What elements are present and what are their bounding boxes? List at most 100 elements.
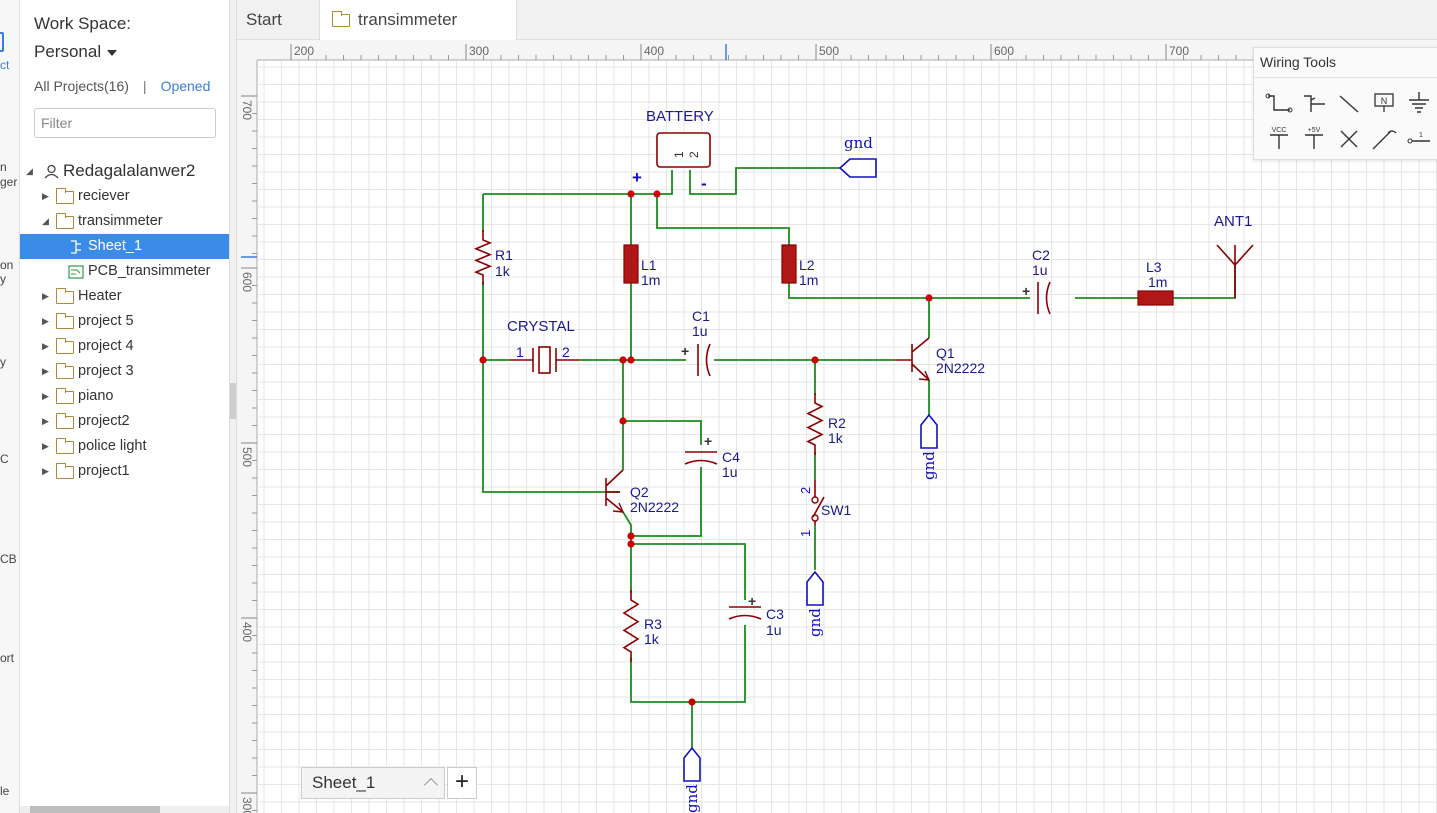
tree-item-project1[interactable]: ▶ project1 — [20, 459, 230, 484]
leftnav-item-6[interactable]: C — [0, 452, 9, 466]
resistor-r3[interactable] — [622, 590, 640, 662]
tab-start[interactable]: Start — [246, 10, 282, 29]
wire-icon[interactable] — [1264, 88, 1294, 118]
tree-item-label: Heater — [78, 288, 122, 304]
wire[interactable] — [788, 283, 1030, 299]
wire[interactable] — [631, 467, 702, 537]
tree-item-reciever[interactable]: ▶reciever — [20, 184, 230, 209]
l1-value: 1m — [641, 272, 660, 288]
collapsed-caret-icon[interactable]: ▶ — [42, 341, 49, 351]
wire[interactable] — [689, 167, 840, 195]
gnd-port[interactable] — [838, 158, 877, 178]
gnd-port[interactable] — [806, 570, 824, 606]
all-projects-tab[interactable]: All Projects(16) — [34, 78, 129, 94]
tree-item-label: project1 — [78, 463, 130, 479]
collapsed-caret-icon[interactable]: ▶ — [42, 466, 49, 476]
expanded-caret-icon[interactable]: ◢ — [26, 166, 33, 176]
capacitor-c2[interactable] — [1037, 281, 1051, 315]
chevron-up-icon[interactable] — [423, 777, 439, 793]
vcc-icon[interactable]: VCC — [1264, 123, 1294, 153]
wire[interactable] — [1173, 265, 1236, 299]
collapsed-caret-icon[interactable]: ▶ — [42, 416, 49, 426]
workspace-dropdown[interactable]: Personal — [34, 42, 118, 62]
tree-item-sheet-1[interactable]: Sheet_1 — [20, 234, 230, 259]
tree-item-police-light[interactable]: ▶police light — [20, 434, 230, 459]
capacitor-c3[interactable] — [728, 606, 762, 620]
wire[interactable] — [630, 625, 746, 703]
tree-user-root[interactable]: ◢Redagalalanwer2 — [20, 158, 230, 184]
opened-tab[interactable]: Opened — [160, 78, 211, 94]
filter-input[interactable] — [34, 108, 216, 138]
wire[interactable] — [482, 282, 620, 493]
wire[interactable] — [631, 543, 746, 600]
splitter-grip[interactable] — [230, 383, 236, 419]
leftnav-item-1[interactable]: n — [0, 160, 7, 174]
panel-splitter[interactable] — [229, 0, 237, 813]
sheet-tab[interactable]: Sheet_1 — [301, 767, 445, 799]
wire[interactable] — [657, 170, 673, 195]
tree-item-project-3[interactable]: ▶project 3 — [20, 359, 230, 384]
plus5v-icon[interactable]: +5V — [1299, 123, 1329, 153]
ruler-label: 600 — [240, 272, 254, 292]
tree-item-heater[interactable]: ▶ Heater — [20, 284, 230, 309]
leftnav-item-8[interactable]: ort — [0, 651, 15, 665]
ground-icon[interactable] — [1404, 88, 1434, 118]
collapsed-caret-icon[interactable]: ▶ — [42, 291, 49, 301]
leftnav-item-2[interactable]: ger — [0, 175, 18, 189]
transistor-q1[interactable] — [911, 337, 930, 381]
tab-transimmeter[interactable]: transimmeter — [319, 0, 517, 41]
expanded-caret-icon[interactable]: ◢ — [42, 216, 49, 226]
tree-item-project-5[interactable]: ▶project 5 — [20, 309, 230, 334]
project-icon[interactable] — [0, 32, 4, 52]
tree-item-project-4[interactable]: ▶project 4 — [20, 334, 230, 359]
inductor-l1[interactable] — [623, 244, 639, 284]
line-icon[interactable] — [1334, 88, 1364, 118]
leftnav-item-7[interactable]: CB — [0, 552, 17, 566]
leftnav-item-0[interactable]: ct — [0, 58, 10, 72]
c3-label: C3 — [766, 606, 784, 622]
switch-sw1[interactable] — [812, 480, 825, 525]
no-connect-icon[interactable] — [1334, 123, 1364, 153]
resistor-r2[interactable] — [806, 393, 824, 455]
pin-icon[interactable]: 1 — [1404, 123, 1434, 153]
collapsed-caret-icon[interactable]: ▶ — [42, 366, 49, 376]
add-sheet-button[interactable]: + — [447, 767, 477, 799]
collapsed-caret-icon[interactable]: ▶ — [42, 316, 49, 326]
collapsed-caret-icon[interactable]: ▶ — [42, 191, 49, 201]
leftnav-item-3[interactable]: on — [0, 258, 14, 272]
battery-symbol[interactable] — [656, 132, 711, 168]
inductor-l3[interactable] — [1137, 290, 1174, 306]
crystal-symbol[interactable] — [510, 348, 579, 372]
q1-value: 2N2222 — [936, 360, 985, 376]
leftnav-item-4[interactable]: y — [0, 272, 6, 286]
gnd-port[interactable] — [683, 746, 701, 782]
l2-value: 1m — [799, 272, 818, 288]
netlabel-icon[interactable]: N — [1369, 88, 1399, 118]
resistor-r1[interactable] — [473, 230, 493, 285]
tree-item-piano[interactable]: ▶piano — [20, 384, 230, 409]
bus-icon[interactable] — [1299, 88, 1329, 118]
wire[interactable] — [623, 420, 702, 445]
panel-horizontal-scrollbar[interactable] — [20, 806, 230, 813]
wire[interactable] — [622, 511, 632, 593]
tree-item-transimmeter[interactable]: ◢transimmeter — [20, 209, 230, 234]
tree-item-project2[interactable]: ▶project2 — [20, 409, 230, 434]
wiring-tools-header[interactable] — [1254, 48, 1437, 78]
probe-icon[interactable] — [1369, 123, 1399, 153]
leftnav-item-5[interactable]: y — [0, 355, 6, 369]
capacitor-c1[interactable] — [697, 343, 711, 377]
tree-item-pcb-transimmeter[interactable]: PCB_transimmeter — [20, 259, 230, 284]
scrollbar-thumb[interactable] — [30, 806, 160, 813]
collapsed-caret-icon[interactable]: ▶ — [42, 441, 49, 451]
leftnav-item-9[interactable]: le — [0, 784, 10, 798]
crystal-body[interactable] — [538, 346, 551, 374]
collapsed-caret-icon[interactable]: ▶ — [42, 391, 49, 401]
wire[interactable] — [656, 194, 790, 245]
antenna-ant1[interactable] — [1216, 244, 1254, 298]
inductor-l2[interactable] — [781, 244, 797, 284]
transistor-q2[interactable] — [605, 469, 624, 513]
capacitor-c4[interactable] — [684, 451, 718, 465]
gnd-port[interactable] — [920, 413, 938, 449]
